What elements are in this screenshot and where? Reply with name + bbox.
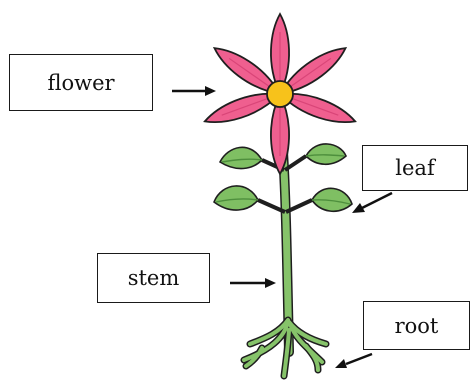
root-icon xyxy=(244,320,326,376)
flower-label: flower xyxy=(9,54,153,111)
stem-arrow xyxy=(230,278,276,288)
root-label-text: root xyxy=(395,314,439,338)
leaf-label-text: leaf xyxy=(395,156,434,180)
leaf-arrow xyxy=(352,193,392,213)
stem-label: stem xyxy=(97,253,210,303)
root-arrow xyxy=(335,354,372,368)
stem-label-text: stem xyxy=(128,266,180,290)
leaf-label: leaf xyxy=(362,145,468,191)
flower-label-text: flower xyxy=(47,71,114,95)
flower-arrow xyxy=(172,86,216,96)
root-label: root xyxy=(363,301,470,350)
